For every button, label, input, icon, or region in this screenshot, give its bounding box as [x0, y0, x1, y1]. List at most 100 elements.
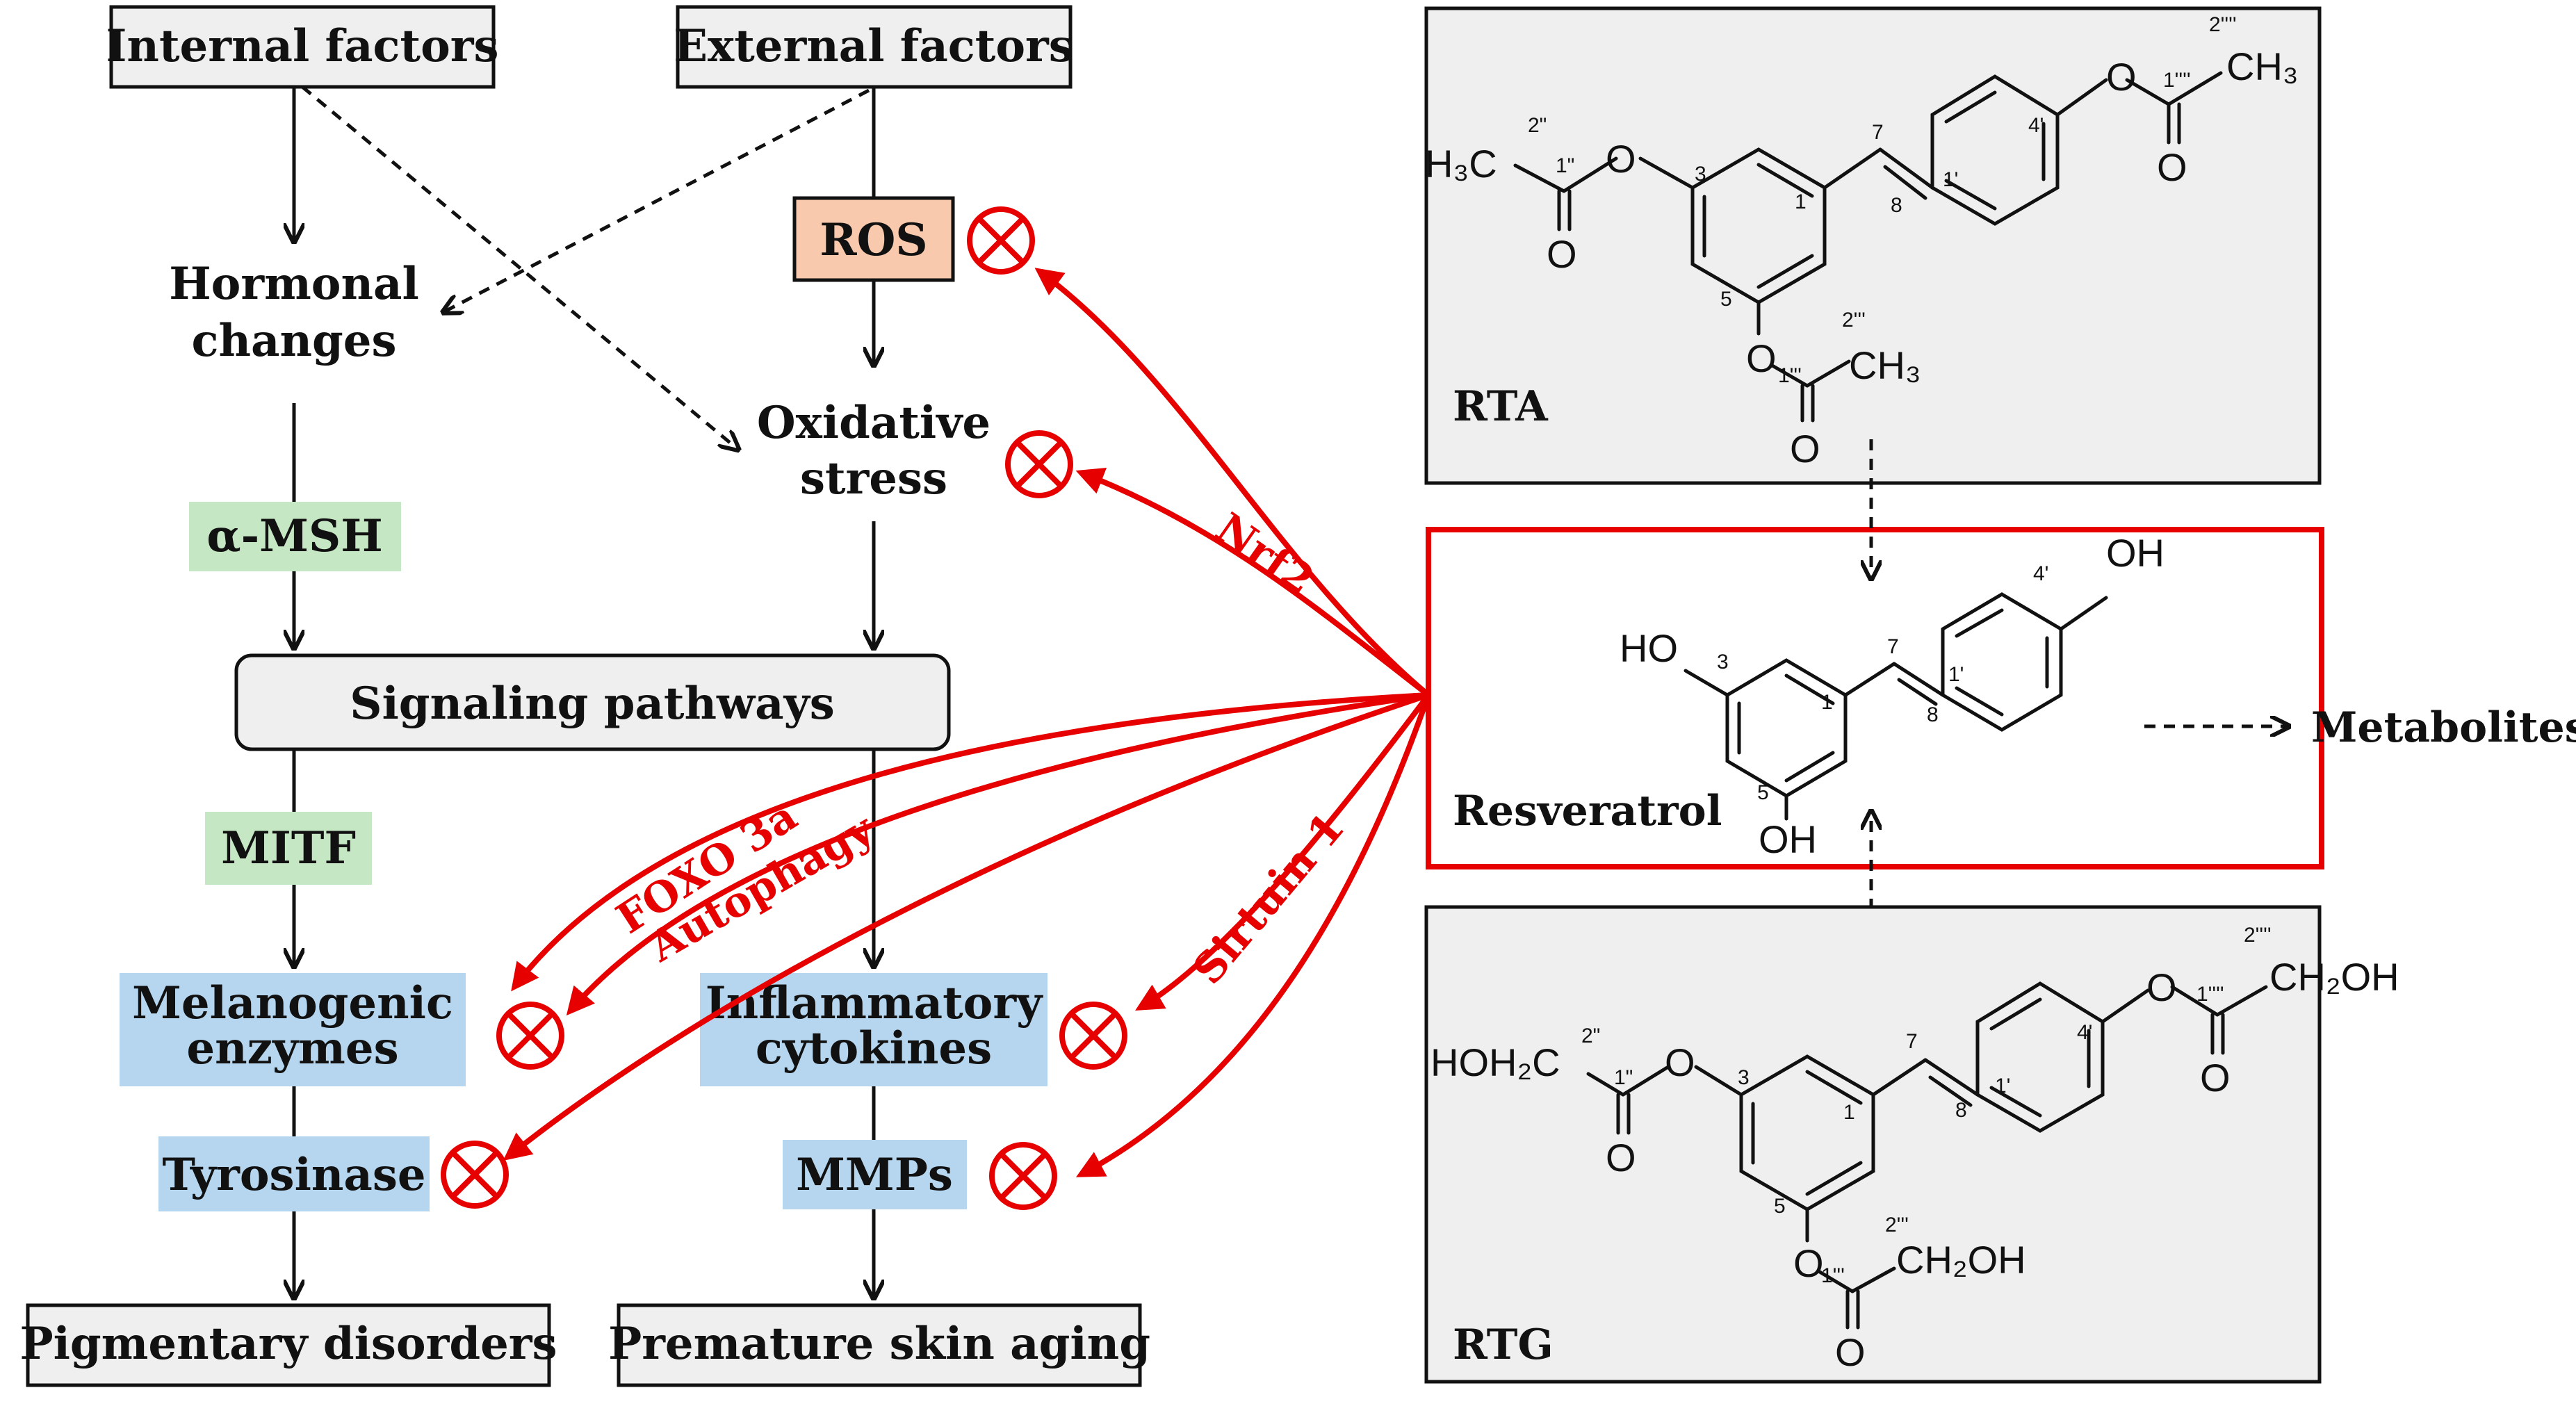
- rta-o-carbonyl-bottom: O: [1790, 427, 1820, 471]
- rtg-num: 1''': [1821, 1264, 1845, 1287]
- mmps-label: MMPs: [796, 1149, 953, 1201]
- rta-h3c: H₃C: [1425, 142, 1497, 186]
- rta-num: 1': [1943, 168, 1958, 191]
- melanogenic-line2: enzymes: [186, 1022, 398, 1075]
- signaling-pathways-label: Signaling pathways: [350, 678, 835, 730]
- res-oh-4p: OH: [2106, 531, 2165, 575]
- external-factors-label: External factors: [674, 20, 1074, 72]
- pigmentary-disorders-node: Pigmentary disorders: [19, 1303, 557, 1387]
- metabolites-label: Metabolites: [2311, 703, 2576, 752]
- tyrosinase-node: Tyrosinase: [158, 1136, 430, 1211]
- alpha-msh-node: α-MSH: [189, 502, 401, 571]
- rtg-num: 2''': [1885, 1214, 1909, 1236]
- rta-num: 1": [1556, 154, 1574, 177]
- internal-factors-node: Internal factors: [106, 5, 499, 89]
- inhibition-icon: [441, 1141, 509, 1209]
- res-num: 1': [1948, 663, 1964, 686]
- rta-o-3: O: [1606, 137, 1636, 181]
- rta-label: RTA: [1453, 382, 1549, 431]
- resveratrol-label: Resveratrol: [1453, 787, 1722, 835]
- premature-skin-aging-label: Premature skin aging: [608, 1318, 1150, 1370]
- rtg-num: 4': [2077, 1021, 2092, 1044]
- res-oh-5: OH: [1759, 817, 1817, 861]
- rtg-num: 8: [1955, 1099, 1967, 1122]
- rtg-structure: [1586, 981, 2268, 1330]
- ros-label: ROS: [820, 214, 927, 266]
- rtg-o-carbonyl-left: O: [1606, 1136, 1636, 1179]
- rtg-ch2oh-bottom: CH₂OH: [1896, 1238, 2026, 1282]
- resveratrol-inhibition-arrows: [503, 268, 1431, 1177]
- inhibition-icon: [496, 1002, 564, 1070]
- rtg-hoh2c: HOH₂C: [1430, 1040, 1560, 1084]
- inflammatory-line1: Inflammatory: [706, 977, 1043, 1029]
- res-ho-3: HO: [1620, 626, 1678, 670]
- rta-num: 2'''': [2209, 13, 2237, 36]
- inflammatory-line2: cytokines: [756, 1022, 992, 1075]
- rta-o-carbonyl-right: O: [2157, 145, 2187, 189]
- rta-num: 1'''': [2163, 69, 2191, 92]
- rta-ch3-right: CH₃: [2226, 44, 2299, 88]
- premature-skin-aging-node: Premature skin aging: [608, 1303, 1150, 1387]
- rta-o-4p: O: [2106, 55, 2137, 99]
- rta-num: 8: [1891, 194, 1902, 217]
- rta-num: 5: [1720, 288, 1732, 311]
- signaling-pathways-node: Signaling pathways: [234, 653, 951, 751]
- inhibition-icon: [1059, 1002, 1127, 1070]
- rtg-num: 1'''': [2196, 983, 2224, 1006]
- oxidative-stress-line1: Oxidative: [757, 397, 991, 449]
- res-num: 4': [2033, 562, 2048, 585]
- rta-num: 4': [2028, 114, 2044, 137]
- mmps-node: MMPs: [783, 1140, 967, 1209]
- sirtuin1-label: Sirtuin 1: [1184, 803, 1354, 993]
- rtg-num: 3: [1738, 1066, 1750, 1089]
- mitf-node: MITF: [205, 812, 372, 885]
- rtg-o-carbonyl-right: O: [2200, 1056, 2231, 1100]
- rta-num: 1''': [1778, 364, 1802, 387]
- hormonal-changes-line1: Hormonal: [169, 258, 419, 310]
- rtg-ch2oh-right: CH₂OH: [2269, 955, 2399, 999]
- rta-num: 2''': [1842, 309, 1866, 332]
- rta-panel: RTA: [1424, 6, 2322, 485]
- rtg-num: 2": [1581, 1024, 1600, 1047]
- rtg-num: 2'''': [2244, 924, 2272, 947]
- mitf-label: MITF: [221, 822, 356, 874]
- rtg-num: 1: [1843, 1101, 1855, 1124]
- inhibition-icon: [989, 1142, 1057, 1210]
- rtg-o-carbonyl-bottom: O: [1835, 1330, 1866, 1374]
- rta-num: 3: [1695, 163, 1706, 186]
- melanogenic-line1: Melanogenic: [132, 977, 453, 1029]
- rtg-o-5: O: [1793, 1241, 1824, 1285]
- rta-num: 1: [1795, 190, 1807, 213]
- rtg-label: RTG: [1453, 1321, 1554, 1369]
- rtg-panel: RTG: [1424, 905, 2399, 1384]
- oxidative-stress-line2: stress: [800, 452, 947, 505]
- melanogenic-enzymes-node: Melanogenic enzymes: [120, 973, 466, 1086]
- rta-ch3-bottom: CH₃: [1849, 343, 1921, 387]
- res-num: 5: [1757, 781, 1769, 804]
- external-factors-node: External factors: [674, 5, 1074, 89]
- hormonal-changes-line2: changes: [192, 315, 397, 367]
- resveratrol-panel: Resveratrol OH HO OH 3 1 5 7 8 1' 4': [1426, 527, 2324, 869]
- res-num: 3: [1717, 651, 1729, 673]
- inhibition-icon: [967, 206, 1035, 275]
- rta-num: 2": [1528, 114, 1547, 137]
- tyrosinase-label: Tyrosinase: [162, 1149, 425, 1201]
- rtg-num: 7: [1906, 1030, 1918, 1053]
- rtg-num: 1": [1614, 1066, 1633, 1089]
- inhibition-icon: [1005, 430, 1073, 498]
- rtg-o-4p: O: [2146, 965, 2177, 1009]
- internal-factors-label: Internal factors: [106, 20, 498, 72]
- rta-num: 7: [1872, 121, 1884, 144]
- rta-o-5: O: [1746, 336, 1777, 380]
- alpha-msh-label: α-MSH: [206, 510, 382, 562]
- pigmentary-disorders-label: Pigmentary disorders: [19, 1318, 557, 1370]
- rta-o-carbonyl-left: O: [1547, 232, 1577, 276]
- rtg-o-3: O: [1665, 1040, 1695, 1084]
- rta-structure: [1513, 71, 2223, 423]
- res-num: 8: [1927, 703, 1939, 726]
- ros-node: ROS: [792, 196, 955, 282]
- resveratrol-structure: [1684, 592, 2108, 821]
- rtg-num: 1': [1995, 1075, 2010, 1097]
